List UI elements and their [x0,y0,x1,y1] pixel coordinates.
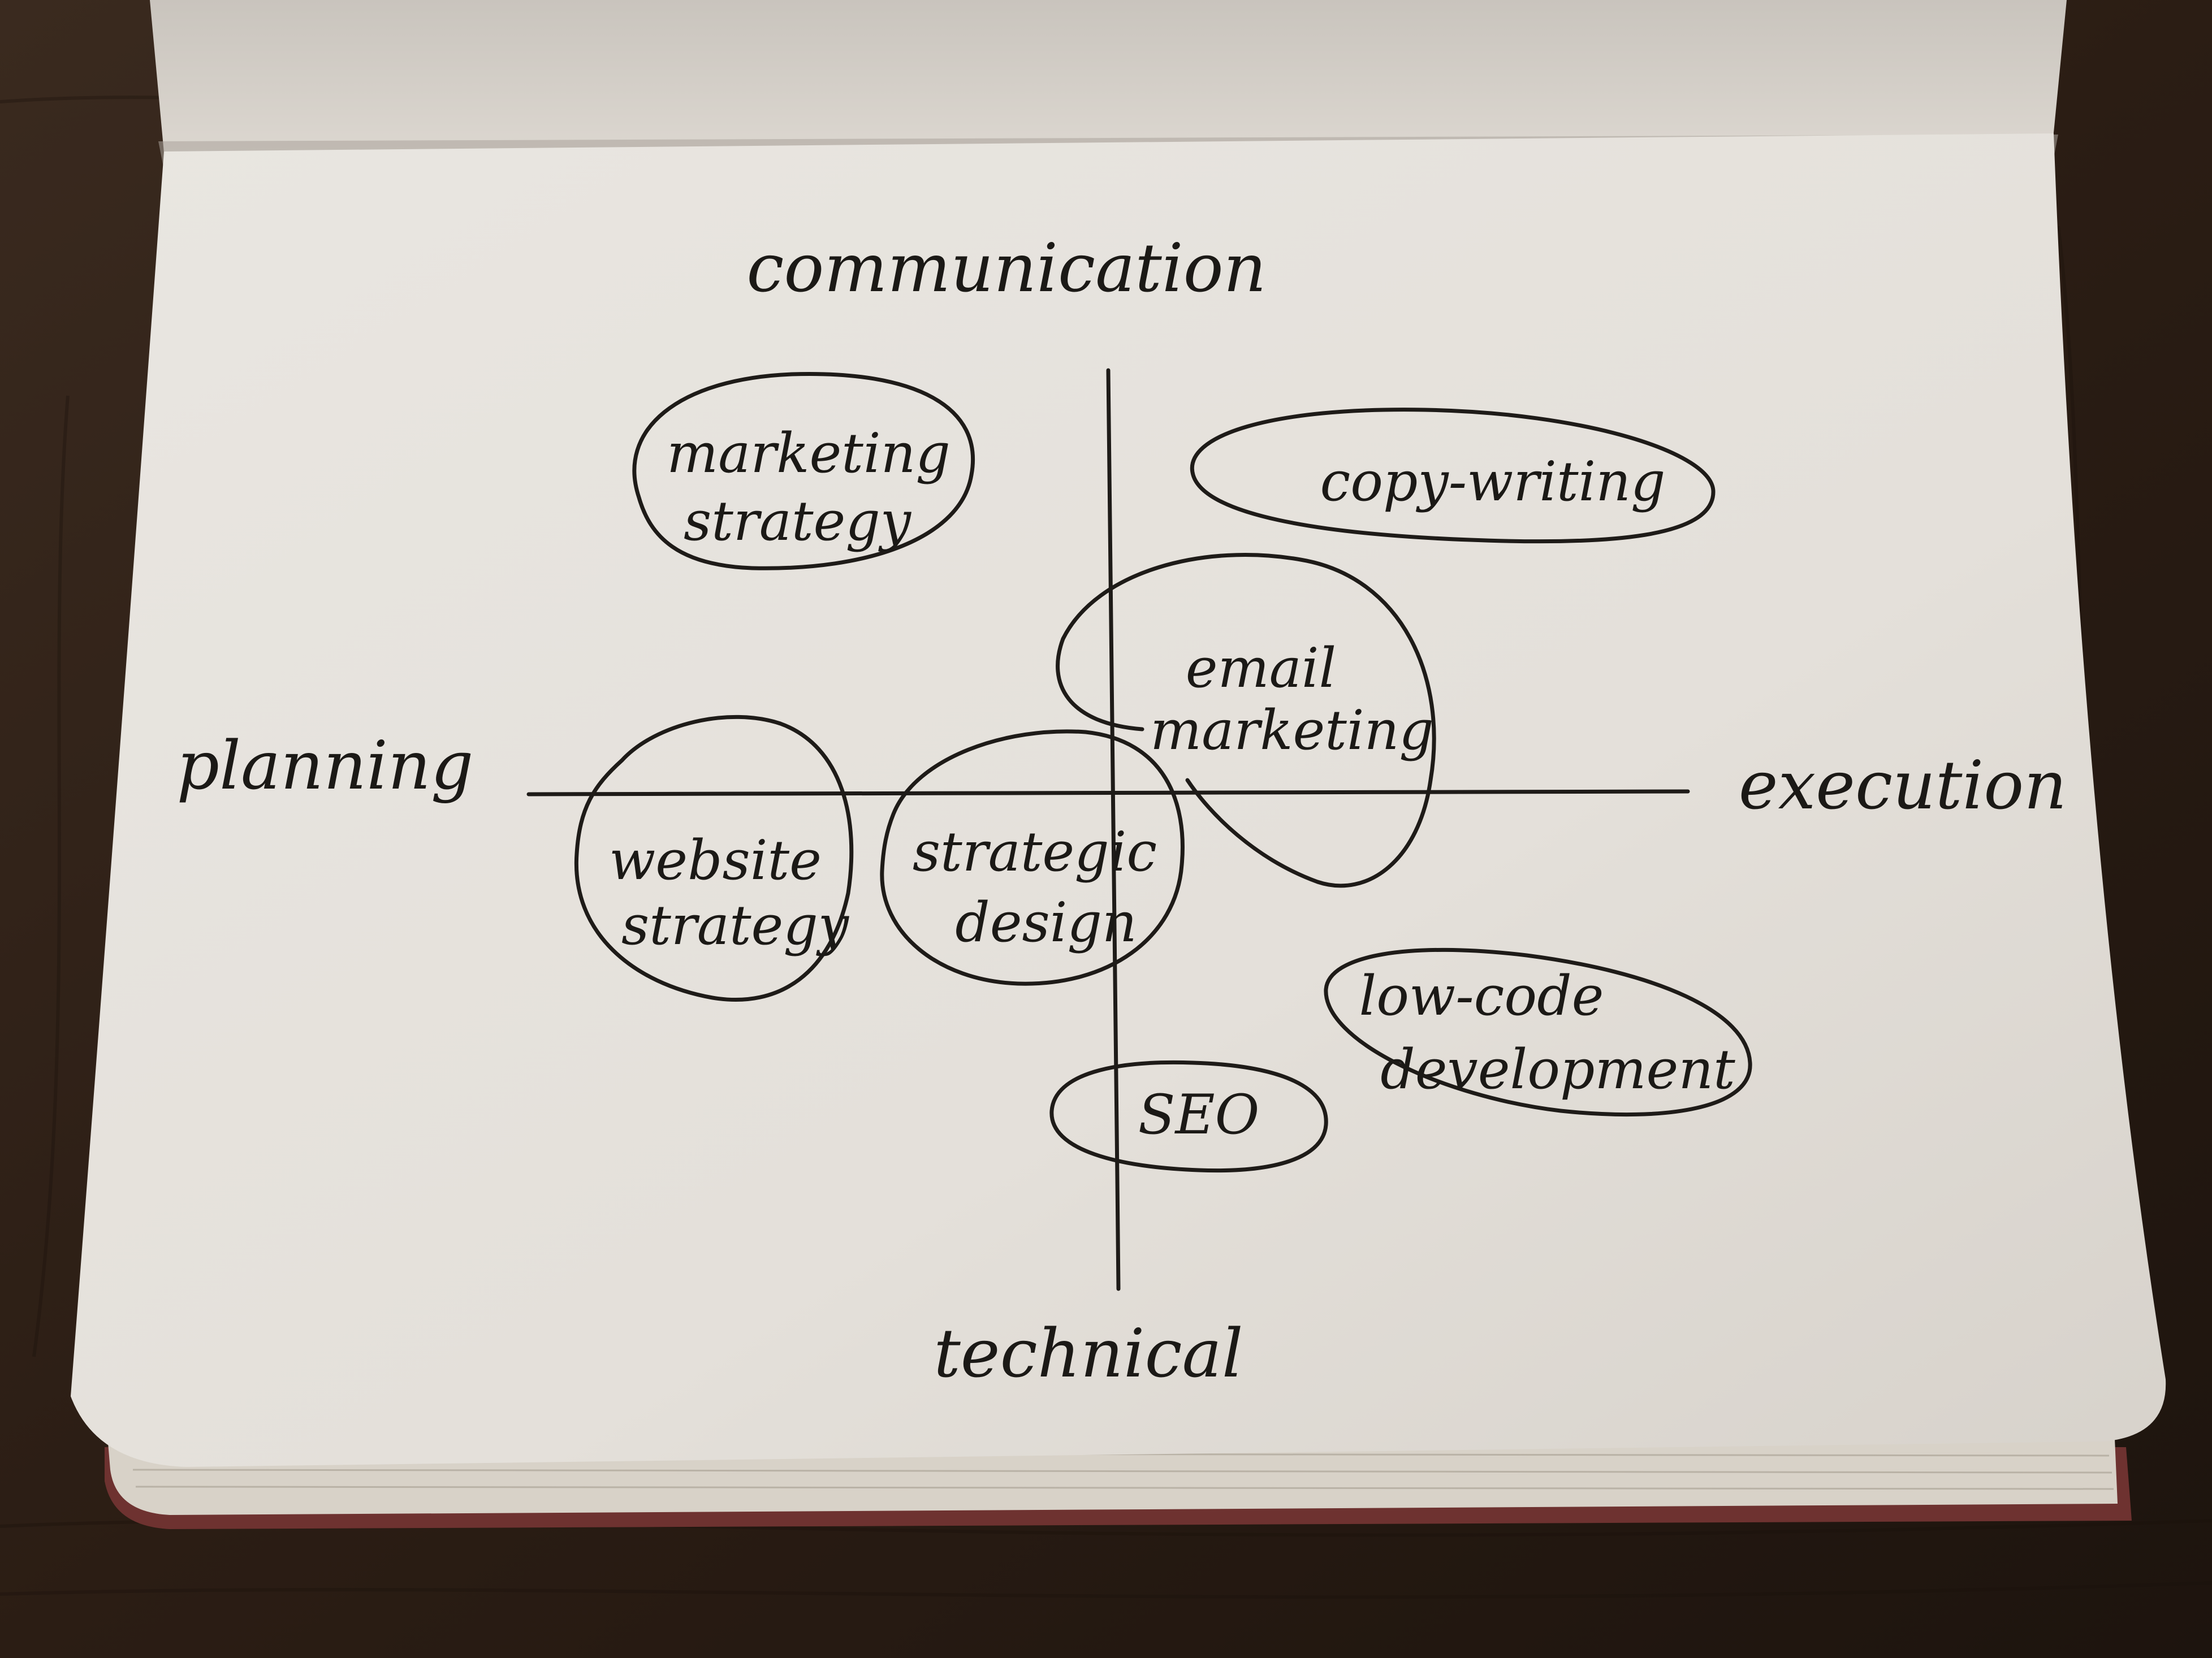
bubble-outline-email-marketing [1056,553,1436,888]
bubble-outline-marketing-strategy [632,371,975,570]
bubble-label-email-marketing-line1: email [1186,637,1336,700]
bubble-label-marketing-strategy-line1: marketing [667,422,951,485]
sketch-page [71,133,2166,1467]
axis-label-top: communication [746,229,1266,307]
vertical-axis-line [1106,368,1121,1291]
bubble-label-copy-writing: copy-writing [1320,450,1665,513]
bubble-label-website-strategy-line1: website [609,829,822,892]
bubble-outline-strategic-design [880,729,1185,986]
bubble-label-email-marketing-line2: marketing [1150,699,1434,762]
bubble-outline-seo [1049,1060,1328,1173]
bubble-outline-copy-writing [1190,408,1716,544]
bubble-outline-website-strategy [574,715,854,1002]
bubble-label-strategic-design-line1: strategic [913,820,1157,884]
bubble-label-website-strategy-line2: strategy [621,894,850,957]
horizontal-axis-line [526,789,1690,796]
axis-label-right: execution [1739,746,2067,824]
axis-label-bottom: technical [934,1314,1243,1392]
bubble-label-low-code-development-line1: low-code [1359,964,1604,1028]
top-page [150,0,2067,153]
axis-label-left: planning [177,726,474,804]
bubble-label-strategic-design-line2: design [955,891,1137,954]
bubble-label-seo: SEO [1138,1083,1260,1146]
bubble-outline-low-code-development [1324,947,1752,1116]
bubble-label-marketing-strategy-line2: strategy [684,490,912,553]
bubble-label-low-code-development-line2: development [1380,1038,1735,1101]
